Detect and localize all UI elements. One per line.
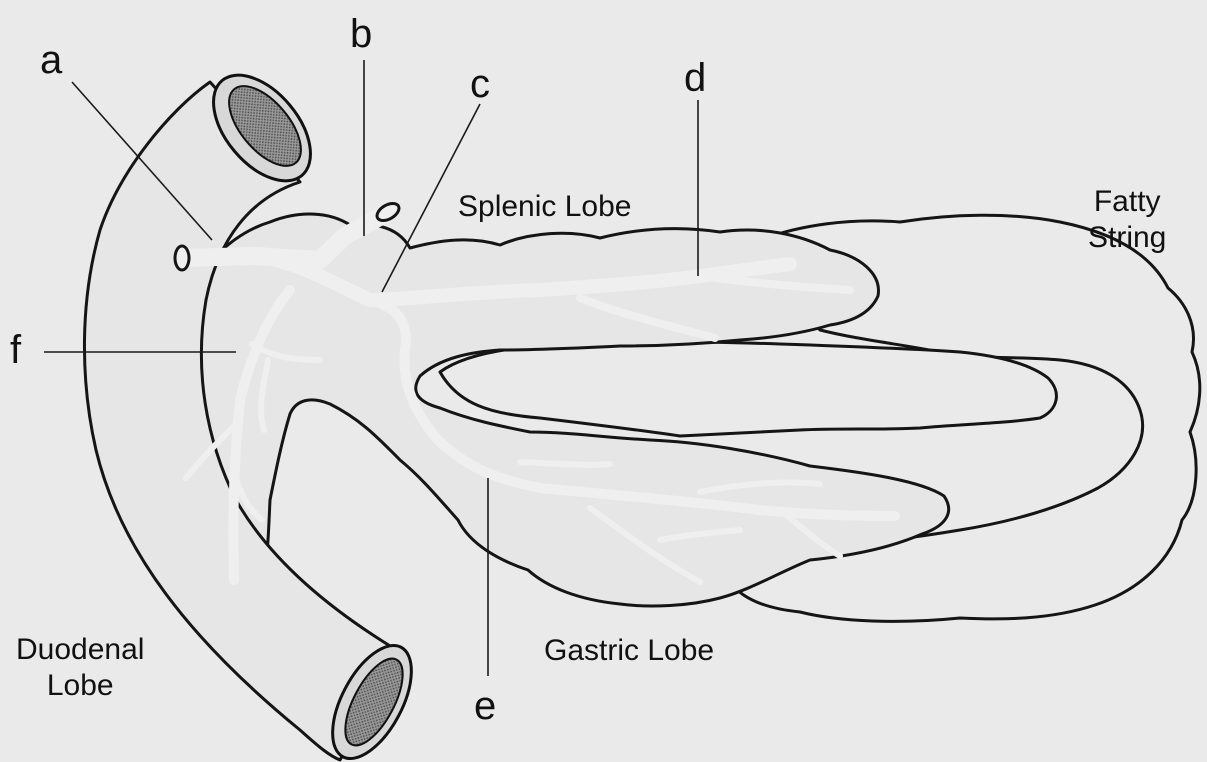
vessel-a-cut-end bbox=[175, 246, 189, 270]
label-a: a bbox=[40, 40, 62, 80]
duodenal-lobe-label-line2: Lobe bbox=[16, 668, 144, 704]
fatty-string-label: Fatty String bbox=[1088, 184, 1166, 256]
label-c: c bbox=[470, 64, 490, 104]
splenic-lobe-label: Splenic Lobe bbox=[458, 192, 631, 222]
vessel-b-cut-end bbox=[374, 200, 402, 224]
fatty-string-label-line1: Fatty bbox=[1088, 184, 1166, 220]
label-d: d bbox=[684, 58, 706, 98]
fatty-string-label-line2: String bbox=[1088, 220, 1166, 256]
label-e: e bbox=[474, 686, 496, 726]
label-f: f bbox=[10, 330, 21, 370]
duodenal-lobe-label-line1: Duodenal bbox=[16, 632, 144, 668]
duodenal-lobe-label: Duodenal Lobe bbox=[16, 632, 144, 704]
label-b: b bbox=[350, 14, 372, 54]
gastric-lobe-label: Gastric Lobe bbox=[544, 636, 714, 666]
fatty-string-inner bbox=[440, 342, 1056, 436]
